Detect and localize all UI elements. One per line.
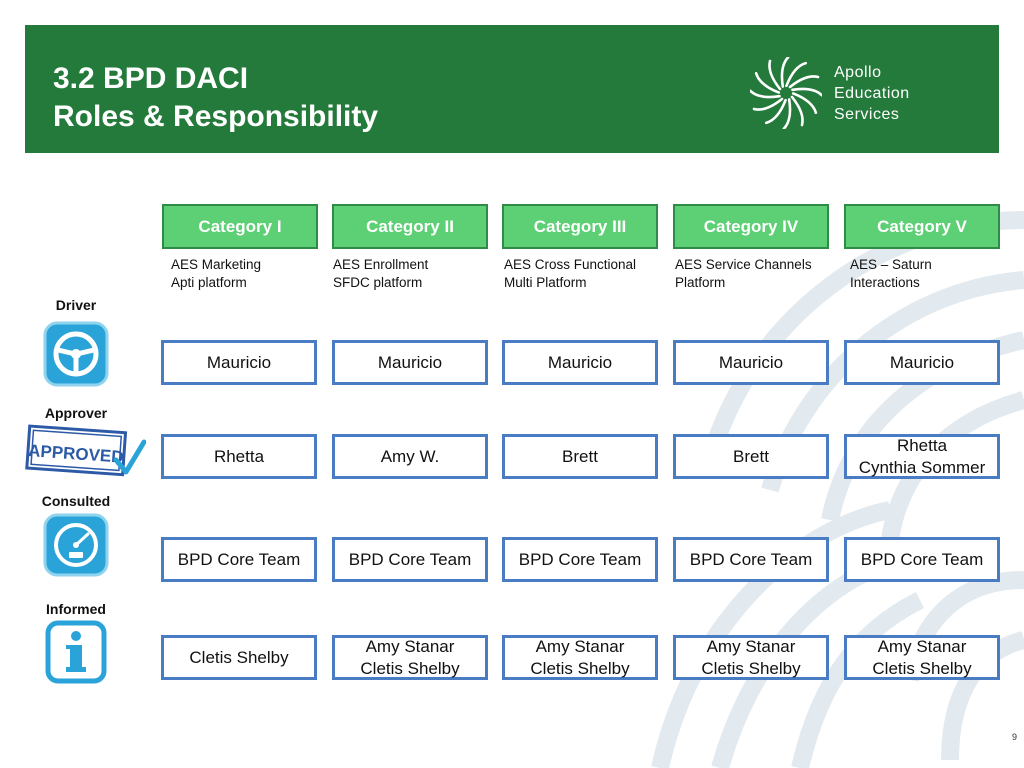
consulted-cell-5: BPD Core Team — [844, 537, 1000, 582]
cell-text: Amy Stanar — [535, 636, 625, 656]
role-label-informed: Informed — [46, 601, 106, 617]
page-title: 3.2 BPD DACI Roles & Responsibility — [53, 60, 378, 136]
consulted-cell-4: BPD Core Team — [673, 537, 829, 582]
cell-text: Rhetta — [213, 446, 265, 466]
category-header-4: Category IV — [673, 204, 829, 249]
cell-text: Mauricio — [377, 352, 443, 372]
logo-text: Apollo Education Services — [834, 62, 910, 125]
cell-text: Cletis Shelby — [189, 647, 289, 667]
cell-text: BPD Core Team — [689, 549, 813, 569]
description-line: Interactions — [850, 275, 920, 290]
category-header-5: Category V — [844, 204, 1000, 249]
approved-stamp-icon: APPROVED — [25, 424, 146, 477]
title-line-2: Roles & Responsibility — [53, 100, 379, 133]
cell-text: BPD Core Team — [860, 549, 984, 569]
approver-cell-4: Brett — [673, 434, 829, 479]
logo-text-line-1: Apollo — [834, 64, 882, 81]
header-banner — [25, 25, 999, 153]
role-label-driver: Driver — [55, 297, 97, 313]
informed-cell-4: Amy Stanar Cletis Shelby — [673, 635, 829, 680]
category-description-2: AES Enrollment SFDC platform — [333, 256, 503, 292]
category-description-4: AES Service Channels Platform — [675, 256, 845, 292]
description-line: SFDC platform — [333, 275, 423, 290]
description-line: Platform — [675, 275, 726, 290]
category-description-1: AES Marketing Apti platform — [171, 256, 341, 292]
page-number: 9 — [1012, 732, 1018, 742]
informed-cell-5: Amy Stanar Cletis Shelby — [844, 635, 1000, 680]
driver-cell-1: Mauricio — [161, 340, 317, 385]
description-line: Multi Platform — [504, 275, 587, 290]
informed-cell-2: Amy Stanar Cletis Shelby — [332, 635, 488, 680]
cell-text: Mauricio — [718, 352, 784, 372]
category-header-1: Category I — [162, 204, 318, 249]
driver-cell-2: Mauricio — [332, 340, 488, 385]
cell-text: Cletis Shelby — [360, 658, 460, 678]
cell-text: Cletis Shelby — [872, 658, 972, 678]
cell-text: Brett — [733, 446, 769, 466]
cell-text: Cletis Shelby — [701, 658, 801, 678]
category-description-5: AES – Saturn Interactions — [850, 256, 1020, 292]
consulted-cell-3: BPD Core Team — [502, 537, 658, 582]
approver-cell-3: Brett — [502, 434, 658, 479]
description-line: AES Enrollment — [333, 257, 429, 272]
description-line: Apti platform — [171, 275, 247, 290]
approver-cell-2: Amy W. — [332, 434, 488, 479]
cell-text: Mauricio — [206, 352, 272, 372]
stamp-text: APPROVED — [28, 441, 125, 467]
logo-text-line-3: Services — [834, 106, 900, 123]
apollo-logo-icon — [750, 57, 822, 129]
cell-text: Mauricio — [547, 352, 613, 372]
consulted-cell-1: BPD Core Team — [161, 537, 317, 582]
approver-cell-5: Rhetta Cynthia Sommer — [844, 434, 1000, 479]
category-description-3: AES Cross Functional Multi Platform — [504, 256, 674, 292]
informed-cell-3: Amy Stanar Cletis Shelby — [502, 635, 658, 680]
driver-cell-3: Mauricio — [502, 340, 658, 385]
informed-cell-1: Cletis Shelby — [161, 635, 317, 680]
category-header-3: Category III — [502, 204, 658, 249]
info-icon — [45, 620, 107, 684]
cell-text: Rhetta — [896, 435, 948, 455]
consulted-cell-2: BPD Core Team — [332, 537, 488, 582]
cell-text: Amy W. — [380, 446, 440, 466]
driver-cell-5: Mauricio — [844, 340, 1000, 385]
cell-text: Amy Stanar — [706, 636, 796, 656]
logo-text-line-2: Education — [834, 85, 910, 102]
description-line: AES Service Channels — [675, 257, 812, 272]
approver-cell-1: Rhetta — [161, 434, 317, 479]
steering-wheel-icon — [43, 321, 109, 387]
description-line: AES Marketing — [171, 257, 262, 272]
cell-text: Amy Stanar — [877, 636, 967, 656]
role-label-approver: Approver — [44, 405, 108, 421]
cell-text: Mauricio — [889, 352, 955, 372]
cell-text: Brett — [562, 446, 598, 466]
cell-text: Amy Stanar — [365, 636, 455, 656]
category-header-2: Category II — [332, 204, 488, 249]
title-line-1: 3.2 BPD DACI — [53, 62, 249, 95]
driver-cell-4: Mauricio — [673, 340, 829, 385]
cell-text: Cletis Shelby — [530, 658, 630, 678]
role-label-consulted: Consulted — [41, 493, 111, 509]
cell-text: Cynthia Sommer — [858, 457, 986, 477]
gauge-icon — [43, 513, 109, 577]
description-line: AES Cross Functional — [504, 257, 637, 272]
description-line: AES – Saturn — [850, 257, 932, 272]
cell-text: BPD Core Team — [348, 549, 472, 569]
cell-text: BPD Core Team — [177, 549, 301, 569]
cell-text: BPD Core Team — [518, 549, 642, 569]
